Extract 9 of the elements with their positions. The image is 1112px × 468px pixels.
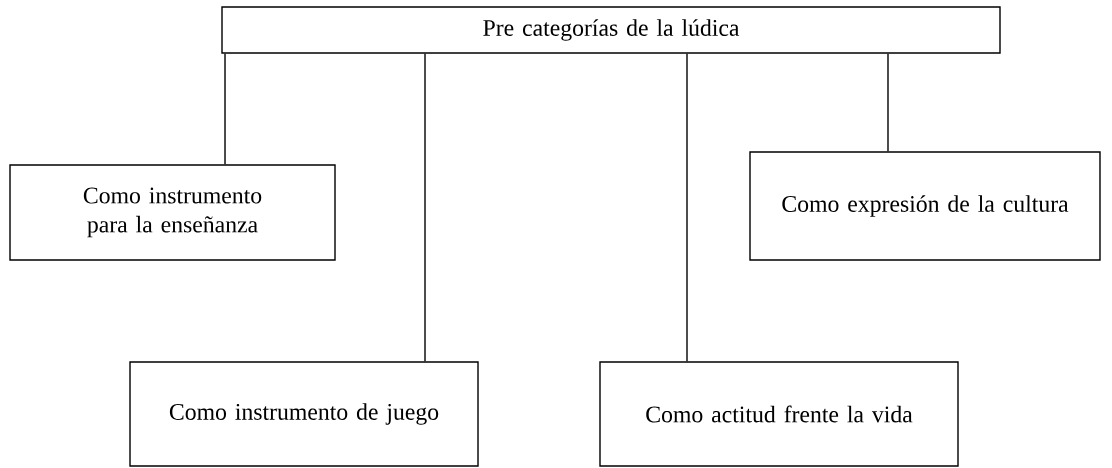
category-box: Como actitud frente la vida <box>599 361 959 467</box>
category-box: Como expresión de la cultura <box>749 151 1101 261</box>
connector-line <box>224 53 226 165</box>
title-box: Pre categorías de la lúdica <box>221 6 1001 54</box>
connector-line <box>424 53 426 362</box>
category-box: Como instrumento para la enseñanza <box>9 164 336 261</box>
category-box: Como instrumento de juego <box>129 361 479 467</box>
connector-line <box>887 53 889 152</box>
connector-line <box>686 53 688 362</box>
